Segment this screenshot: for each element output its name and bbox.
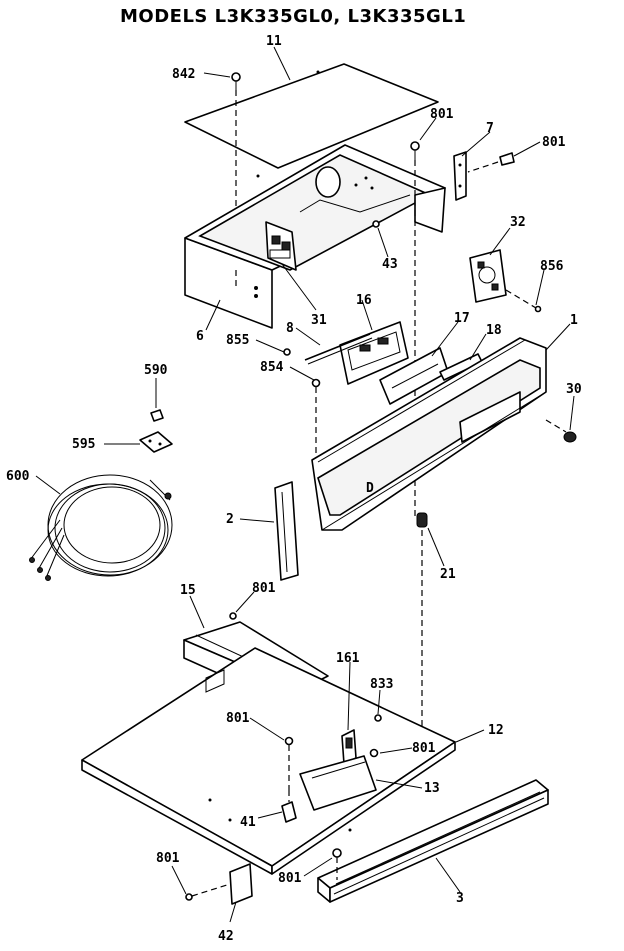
screw-855: [283, 348, 291, 356]
bracket-13: [299, 755, 377, 811]
rod-8: [304, 333, 373, 365]
callout-12: 12: [488, 723, 504, 738]
screw-801-clip: [185, 883, 231, 901]
clip-21: [416, 512, 428, 745]
callout-161: 161: [336, 651, 360, 666]
callout-801-rail: 801: [278, 871, 302, 886]
svg-text:D: D: [366, 481, 374, 496]
callout-32: 32: [510, 215, 526, 230]
control-panel-1: D: [311, 337, 547, 531]
terminal-block-31: [265, 221, 297, 271]
callout-13: 13: [424, 781, 440, 796]
callout-801-bottom-right: 801: [412, 741, 436, 756]
callout-16: 16: [356, 293, 372, 308]
callout-833: 833: [370, 677, 393, 692]
top-panel-part: [184, 63, 439, 178]
callout-842: 842: [172, 67, 195, 82]
screw-801-right: [467, 152, 515, 173]
callout-3: 3: [456, 891, 464, 906]
power-cord-600: [29, 474, 173, 581]
callout-2: 2: [226, 512, 234, 527]
bracket-7: [453, 151, 467, 201]
callout-801-clip: 801: [156, 851, 180, 866]
part-41: [281, 790, 297, 823]
callout-801-right: 801: [542, 135, 566, 150]
leader-lines: [35, 46, 575, 923]
rail-3: [317, 779, 549, 903]
callout-15: 15: [180, 583, 196, 598]
screw-833: [374, 714, 382, 722]
callout-595: 595: [72, 437, 95, 452]
callout-590: 590: [144, 363, 168, 378]
callout-6: 6: [196, 329, 204, 344]
bottom-panel-12: [81, 647, 456, 875]
screw-801-bottom-left: [284, 736, 294, 790]
side-cover-2: [274, 481, 299, 581]
callout-30: 30: [566, 382, 582, 397]
callout-600: 600: [6, 469, 30, 484]
callout-17: 17: [454, 311, 470, 326]
nut-590: [150, 409, 164, 422]
screw-801-channel: [229, 612, 237, 620]
callout-labels: 842 11 801 7 801 43 32 856 6 31 16 8 855…: [6, 34, 582, 944]
callout-8: 8: [286, 321, 294, 336]
knob-30: [545, 419, 577, 443]
switch-32: [469, 249, 542, 313]
box-housing-part: [184, 144, 446, 329]
callout-854: 854: [260, 360, 284, 375]
page-title: MODELS L3K335GL0, L3K335GL1: [120, 6, 467, 27]
screw-854: [311, 378, 321, 460]
callout-11: 11: [266, 34, 282, 49]
screw-801-rail: [332, 848, 342, 880]
callout-21: 21: [440, 567, 456, 582]
callout-42: 42: [218, 929, 234, 944]
callout-18: 18: [486, 323, 502, 338]
bracket-161: [341, 729, 357, 765]
screw-801-bottom-right: [369, 748, 379, 758]
callout-43: 43: [382, 257, 398, 272]
callout-855: 855: [226, 333, 249, 348]
clip-42: [229, 863, 253, 905]
callout-41: 41: [240, 815, 256, 830]
callout-801-top: 801: [430, 107, 454, 122]
screw-43: [372, 220, 380, 228]
callout-31: 31: [311, 313, 327, 328]
callout-1: 1: [570, 313, 578, 328]
callout-801-bottom-left: 801: [226, 711, 250, 726]
callout-801-channel: 801: [252, 581, 276, 596]
control-board-16: [339, 321, 409, 385]
callout-856: 856: [540, 259, 564, 274]
callout-7: 7: [486, 121, 494, 136]
plate-595: [139, 431, 173, 453]
